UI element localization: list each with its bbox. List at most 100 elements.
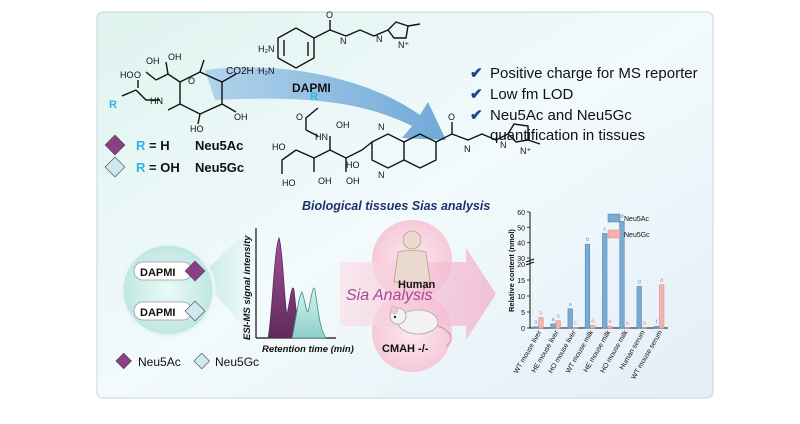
sia-analysis-label: Sia Analysis <box>346 287 433 304</box>
y-tick-label: 10 <box>517 294 525 301</box>
neu5ac-tag-diamond <box>184 260 206 282</box>
product-oh1: OH <box>336 120 350 130</box>
chromatogram: ESI-MS signal intensity Retention time (… <box>242 228 354 355</box>
bar-neu5ac <box>567 308 573 329</box>
hn-label: HN <box>150 96 163 106</box>
product-ho1: HO <box>272 142 286 152</box>
y-tick-label: 0 <box>521 326 525 333</box>
advantage-1: Positive charge for MS reporter <box>490 65 698 82</box>
bar-neu5ac <box>619 220 625 329</box>
legend-swatch <box>607 213 621 223</box>
r-group-label: R <box>109 99 117 111</box>
neu5ac-diamond <box>104 134 126 156</box>
oh-top2-label: OH <box>168 52 182 62</box>
neu5ac-name: Neu5Ac <box>195 138 243 153</box>
significance-letter: f <box>656 319 658 325</box>
advantage-3b: quantification in tissues <box>490 127 645 144</box>
h2n-label-2: H₂N <box>258 66 275 76</box>
neu5ac-peak <box>267 236 303 339</box>
axis-break <box>525 261 535 266</box>
dapmi-name: DAPMI <box>292 81 331 95</box>
advantage-2: Low fm LOD <box>490 86 574 103</box>
workflow-title: Biological tissues Sias analysis <box>302 199 490 213</box>
bar-neu5gc <box>659 284 665 329</box>
bar-neu5ac <box>533 326 539 329</box>
bar-neu5ac <box>550 323 556 329</box>
oh-top-label: OH <box>146 56 160 66</box>
dapmi-nh-label: N <box>340 36 347 46</box>
y-tick-label: 15 <box>517 278 525 285</box>
legend-neu5gc-diamond <box>193 352 210 370</box>
check-icon: ✔ <box>470 107 483 124</box>
product-nplus: N⁺ <box>520 146 531 156</box>
analysis-arrow <box>340 248 496 340</box>
y-axis-label: Relative content (nmol) <box>507 229 516 312</box>
y-tick-label: 5 <box>521 310 525 317</box>
legend-neu5gc-label: Neu5Gc <box>215 355 259 369</box>
dapmi-n-label: N <box>376 34 383 44</box>
product-hn-label: HN <box>315 132 328 142</box>
significance-letter: d <box>660 278 663 284</box>
product-n1: N <box>378 122 385 132</box>
significance-letter: d <box>638 279 641 285</box>
sialic-acid-structure <box>121 59 237 125</box>
neu5gc-name: Neu5Gc <box>195 160 244 175</box>
y-tick-label: 60 <box>517 210 525 217</box>
h2n-label-1: H₂N <box>258 44 275 54</box>
axis-break <box>525 258 535 263</box>
bar-neu5gc <box>624 327 630 329</box>
dapmi-structure <box>277 20 421 69</box>
bar-neu5ac <box>636 286 642 329</box>
neu5gc-tag-diamond <box>184 300 206 322</box>
significance-letter: c <box>574 320 577 326</box>
product-r-label: R <box>310 91 318 103</box>
significance-letter: a <box>557 314 561 320</box>
significance-letter: a <box>551 317 555 323</box>
light-beam <box>200 232 246 330</box>
neu5gc-diamond <box>104 156 126 178</box>
mouse-icon <box>389 306 452 347</box>
significance-letter: c <box>603 226 606 232</box>
y-tick-label: 30 <box>517 256 525 263</box>
product-structure <box>281 107 541 174</box>
r-oh-label: R = OH <box>136 160 180 175</box>
significance-letter: a <box>626 320 630 326</box>
product-oh2: OH <box>318 176 332 186</box>
r-h-label: R = H <box>136 138 170 153</box>
product-ho2: HO <box>282 178 296 188</box>
legend-neu5ac-diamond <box>115 352 132 370</box>
acid-label: CO2H <box>226 66 254 77</box>
significance-letter: a <box>591 318 595 324</box>
legend-neu5ac-label: Neu5Ac <box>138 355 181 369</box>
dapmi-o-label: O <box>326 10 333 20</box>
y-tick-label: 20 <box>517 262 525 269</box>
y-tick-label: 40 <box>517 241 525 248</box>
bar-neu5gc <box>590 325 596 329</box>
reaction-arrow <box>205 67 446 140</box>
product-ho3: HO <box>346 160 360 170</box>
legend-label: Neu5Ac <box>624 216 649 223</box>
bar-neu5ac <box>584 243 591 329</box>
bar-neu5gc <box>607 325 613 329</box>
advantages-list: ✔ Positive charge for MS reporter ✔ Low … <box>470 65 698 144</box>
legend-swatch <box>607 229 621 239</box>
product-oh3: OH <box>346 176 360 186</box>
significance-letter: b <box>539 310 542 316</box>
frame-background <box>96 11 714 399</box>
significance-letter: a <box>643 320 647 326</box>
bar-neu5ac <box>653 326 660 329</box>
human-label: Human <box>398 279 436 291</box>
product-n3: N <box>500 140 507 150</box>
human-icon <box>393 230 431 283</box>
ring-oxygen-label: O <box>188 76 195 86</box>
check-icon: ✔ <box>470 86 483 103</box>
product-o2: O <box>448 112 455 122</box>
advantage-3: Neu5Ac and Neu5Gc <box>490 107 632 124</box>
chrom-xlabel: Retention time (min) <box>262 344 354 355</box>
chrom-ylabel: ESI-MS signal intensity <box>242 235 253 340</box>
check-icon: ✔ <box>470 65 483 82</box>
significance-letter: a <box>534 320 538 326</box>
legend-label: Neu5Gc <box>624 232 650 239</box>
